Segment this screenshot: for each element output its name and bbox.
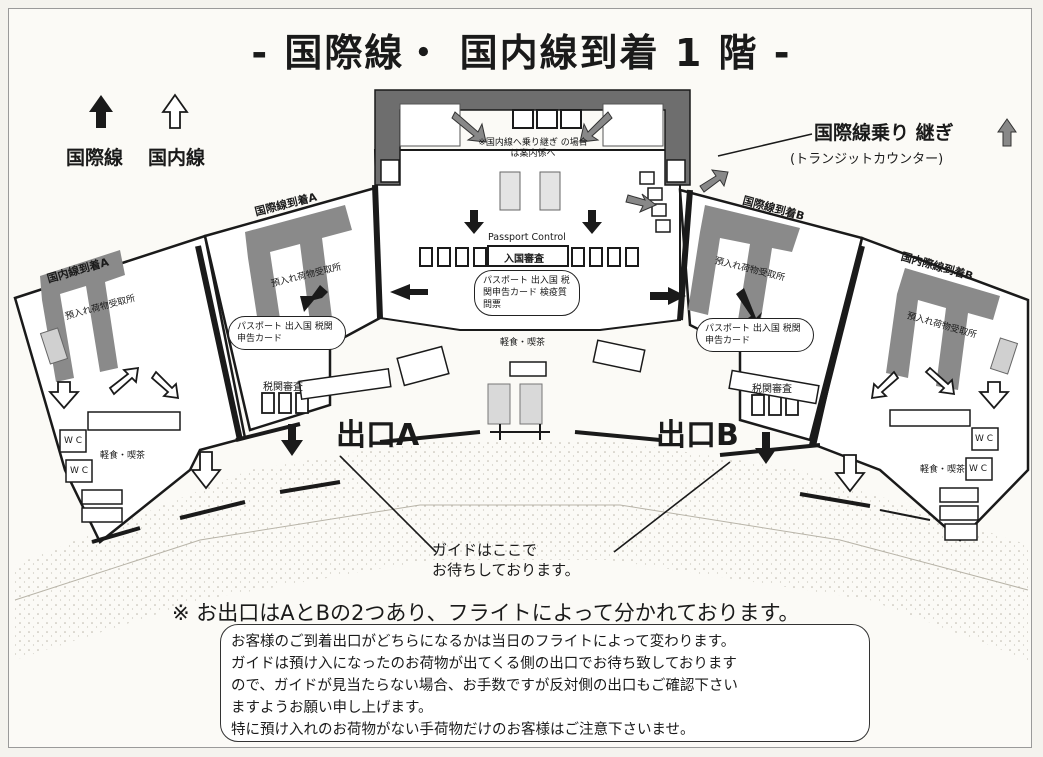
legend-domestic-arrow-icon <box>161 93 189 129</box>
transit-sub-label: (トランジットカウンター) <box>790 152 944 167</box>
international-arrows <box>89 95 777 464</box>
notice-line: ますようお願い申し上げます。 <box>231 700 433 716</box>
legend-international-label: 国際線 <box>66 147 124 169</box>
wc-box <box>380 159 400 183</box>
guide-line-2: お待ちしております。 <box>432 561 580 579</box>
pavement-area <box>15 440 1028 660</box>
hall-dividers <box>195 184 865 446</box>
door-markers <box>490 424 931 521</box>
exit-a-label: 出口A <box>336 418 420 453</box>
wc-label: W C <box>70 466 89 476</box>
notice-line: 特に預け入れのお荷物がない手荷物だけのお客様はご注意下さいませ。 <box>231 722 695 738</box>
counter-box <box>560 109 582 129</box>
baggage-carousel-ib <box>688 205 800 325</box>
exit-footnote: ※ お出口はAとBの2つあり、フライトによって分かれております。 <box>172 601 800 625</box>
counter-box <box>512 109 534 129</box>
notice-line: ガイドは預け入になったのお荷物が出てくる側の出口でお待ち致しております <box>231 656 737 672</box>
left-gate <box>399 103 461 147</box>
passport-control-label: Passport Control <box>488 232 566 243</box>
exit-b-label: 出口B <box>656 418 739 453</box>
escalator <box>989 337 1019 375</box>
guide-meeting-note: ガイドはここで お待ちしております。 <box>432 540 580 580</box>
page-title: - 国際線・ 国内線到着 1 階 - <box>251 31 792 75</box>
notice-line: ので、ガイドが見当たらない場合、お手数ですが反対側の出口もご確認下さい <box>231 678 738 694</box>
transit-counters <box>639 171 671 233</box>
domestic-transfer-note: ※国内線へ乗り継ぎ の場合は案内係へ <box>478 138 588 159</box>
snack-cafe-label: 軽食・喫茶 <box>500 338 546 348</box>
counter-box <box>536 109 558 129</box>
snack-cafe-label: 軽食・喫茶 <box>920 465 966 475</box>
notice-line: お客様のご到着出口がどちらになるかは当日のフライトによって変わります。 <box>231 634 736 650</box>
guide-pointer-lines <box>339 455 731 553</box>
snack-cafe-label: 軽食・喫茶 <box>100 451 146 461</box>
customs-label-b: 税関審査 <box>752 384 792 395</box>
wc-label: W C <box>969 464 988 474</box>
baggage-carousel-db <box>886 268 1000 390</box>
gate-arrows <box>451 111 1017 214</box>
customs-label-a: 税関審査 <box>263 382 303 393</box>
escalator <box>499 171 521 211</box>
wc-label: W C <box>64 436 83 446</box>
pavement-area-lower <box>14 504 1029 601</box>
document-bubble-right: パスポート 出入国 税関申告カード <box>696 318 814 352</box>
transit-leader-line <box>717 133 813 157</box>
passport-control-booths <box>419 245 639 267</box>
escalator <box>487 383 511 425</box>
transit-label: 国際線乗り 継ぎ <box>814 122 954 144</box>
wc-label: W C <box>975 434 994 444</box>
legend-domestic-label: 国内線 <box>148 147 206 169</box>
guide-line-1: ガイドはここで <box>432 541 538 559</box>
escalator <box>539 171 561 211</box>
document-bubble-center: パスポート 出入国 税関申告カード 検疫質問票 <box>474 270 580 316</box>
service-rooms <box>59 339 999 541</box>
wc-box <box>666 159 686 183</box>
transit-arrow-icon <box>997 118 1017 147</box>
escalator <box>519 383 543 425</box>
legend-international-arrow-icon <box>89 95 113 128</box>
document-bubble-left: パスポート 出入国 税関申告カード <box>228 316 346 350</box>
baggage-carousel-ia <box>245 205 352 336</box>
escalator <box>39 327 69 365</box>
right-gate <box>602 103 664 147</box>
notice-box: お客様のご到着出口がどちらになるかは当日のフライトによって変わります。 ガイドは… <box>220 624 870 742</box>
domestic-arrows <box>48 93 1010 493</box>
immigration-label: 入国審査 <box>504 254 544 265</box>
